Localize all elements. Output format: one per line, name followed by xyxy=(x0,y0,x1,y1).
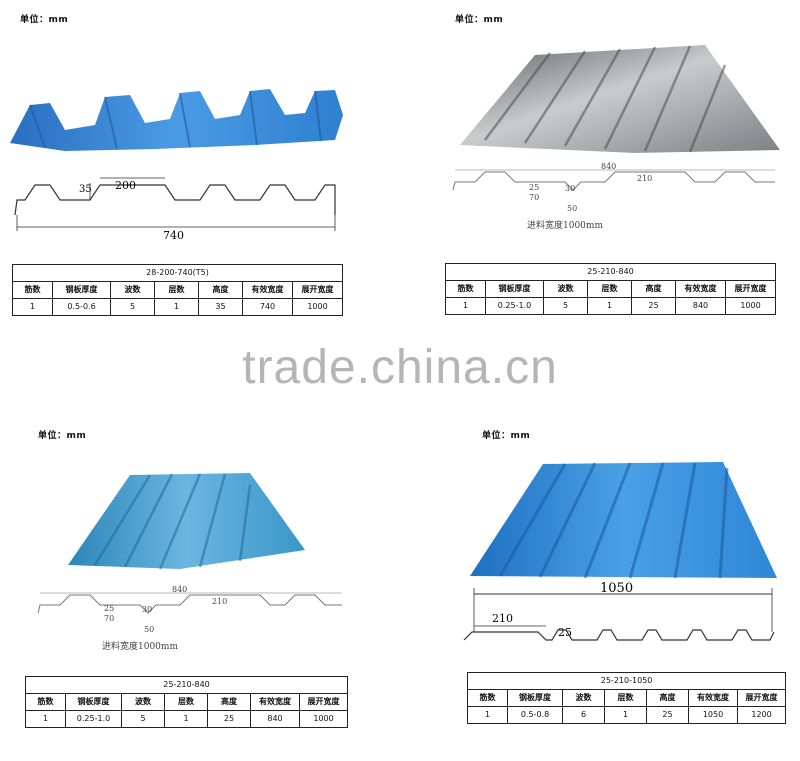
header-cell: 层数 xyxy=(587,280,632,298)
value-cell: 1 xyxy=(445,297,486,315)
value-cell: 5 xyxy=(543,297,588,315)
dim-height: 25 xyxy=(558,626,572,639)
dim-flat: 210 xyxy=(212,597,227,606)
header-cell: 钢板厚度 xyxy=(65,693,122,711)
feed-width: 进料宽度1000mm xyxy=(527,219,603,231)
value-cell: 25 xyxy=(646,706,689,724)
dim-flat: 210 xyxy=(492,612,513,625)
value-cell: 0.25-1.0 xyxy=(485,297,544,315)
dim-rib-base: 50 xyxy=(567,204,577,213)
value-cell: 840 xyxy=(250,710,300,728)
header-cell: 层数 xyxy=(164,693,208,711)
dim-width: 740 xyxy=(163,229,184,242)
unit-label: 单位：mm xyxy=(20,15,69,25)
dim-rib-top: 30 xyxy=(565,184,575,193)
feed-width: 进料宽度1000mm xyxy=(102,640,178,652)
roof-sheet-image-teal xyxy=(68,473,305,570)
header-cell: 高度 xyxy=(207,693,251,711)
header-cell: 波数 xyxy=(543,280,588,298)
model-code: 25-210-840 xyxy=(24,676,349,694)
roof-sheet-image-steel xyxy=(460,45,780,153)
header-cell: 钢板厚度 xyxy=(507,689,563,707)
spec-table-1: 28-200-740(T5) 筋数 钢板厚度 波数 层数 高度 有效宽度 展开宽… xyxy=(11,264,344,316)
value-cell: 6 xyxy=(562,706,605,724)
dim-rib-b: 70 xyxy=(529,193,539,202)
spec-table-3: 25-210-840 筋数 钢板厚度 波数 层数 高度 有效宽度 展开宽度 1 … xyxy=(24,676,349,728)
dim-flat: 210 xyxy=(637,174,652,183)
value-cell: 1 xyxy=(467,706,508,724)
header-cell: 有效宽度 xyxy=(242,281,293,299)
header-cell: 筋数 xyxy=(25,693,66,711)
roof-sheet-image-blue xyxy=(10,89,343,151)
header-cell: 筋数 xyxy=(467,689,508,707)
value-cell: 1 xyxy=(164,710,208,728)
value-cell: 5 xyxy=(121,710,165,728)
value-cell: 25 xyxy=(631,297,676,315)
header-cell: 层数 xyxy=(154,281,199,299)
profile-drawing-3: 840 210 30 25 70 50 进料宽度1000mm xyxy=(37,585,342,652)
spec-table-2: 25-210-840 筋数 钢板厚度 波数 层数 高度 有效宽度 展开宽度 1 … xyxy=(444,263,777,315)
unit-label: 单位：mm xyxy=(38,431,87,441)
header-cell: 高度 xyxy=(646,689,689,707)
model-code: 25-210-840 xyxy=(444,263,777,281)
roof-sheet-image-blue-wide xyxy=(470,462,777,579)
header-cell: 波数 xyxy=(110,281,155,299)
dim-rib-top: 30 xyxy=(142,605,152,614)
dim-top-flat: 200 xyxy=(115,179,136,192)
profile-drawing-4: 1050 210 25 xyxy=(463,582,775,641)
dim-width: 1050 xyxy=(600,582,633,596)
value-cell: 1000 xyxy=(724,297,777,315)
value-cell: 0.25-1.0 xyxy=(65,710,122,728)
dim-width: 840 xyxy=(172,585,187,594)
value-cell: 1050 xyxy=(688,706,738,724)
dim-rib-b: 70 xyxy=(104,614,114,623)
spec-table-4: 25-210-1050 筋数 钢板厚度 波数 层数 高度 有效宽度 展开宽度 1… xyxy=(466,672,787,724)
unit-label: 单位：mm xyxy=(455,15,504,25)
value-cell: 1 xyxy=(604,706,647,724)
value-cell: 1000 xyxy=(291,298,344,316)
header-cell: 有效宽度 xyxy=(675,280,726,298)
value-cell: 740 xyxy=(242,298,293,316)
header-cell: 有效宽度 xyxy=(250,693,300,711)
value-cell: 1 xyxy=(154,298,199,316)
header-cell: 展开宽度 xyxy=(291,281,344,299)
header-cell: 筋数 xyxy=(12,281,53,299)
dim-height: 35 xyxy=(79,184,92,195)
value-cell: 0.5-0.6 xyxy=(52,298,111,316)
dim-rib-a: 25 xyxy=(529,183,539,192)
header-cell: 展开宽度 xyxy=(298,693,349,711)
dim-rib-base: 50 xyxy=(144,625,154,634)
profile-drawing-1: 200 35 740 xyxy=(14,177,336,242)
header-cell: 层数 xyxy=(604,689,647,707)
value-cell: 25 xyxy=(207,710,251,728)
value-cell: 1 xyxy=(587,297,632,315)
value-cell: 0.5-0.8 xyxy=(507,706,563,724)
header-cell: 波数 xyxy=(121,693,165,711)
header-cell: 筋数 xyxy=(445,280,486,298)
value-cell: 840 xyxy=(675,297,726,315)
value-cell: 5 xyxy=(110,298,155,316)
value-cell: 1200 xyxy=(736,706,787,724)
header-cell: 展开宽度 xyxy=(736,689,787,707)
dim-rib-a: 25 xyxy=(104,604,114,613)
value-cell: 35 xyxy=(198,298,243,316)
header-cell: 高度 xyxy=(631,280,676,298)
value-cell: 1 xyxy=(25,710,66,728)
header-cell: 钢板厚度 xyxy=(52,281,111,299)
value-cell: 1000 xyxy=(298,710,349,728)
header-cell: 展开宽度 xyxy=(724,280,777,298)
model-code: 25-210-1050 xyxy=(466,672,787,690)
model-code: 28-200-740(T5) xyxy=(11,264,344,282)
unit-label: 单位：mm xyxy=(482,431,531,441)
watermark: trade.china.cn xyxy=(242,341,558,394)
header-cell: 有效宽度 xyxy=(688,689,738,707)
profile-drawing-2: 840 210 30 25 70 50 进料宽度1000mm xyxy=(452,162,775,231)
header-cell: 钢板厚度 xyxy=(485,280,544,298)
header-cell: 波数 xyxy=(562,689,605,707)
dim-width: 840 xyxy=(601,162,616,171)
value-cell: 1 xyxy=(12,298,53,316)
header-cell: 高度 xyxy=(198,281,243,299)
